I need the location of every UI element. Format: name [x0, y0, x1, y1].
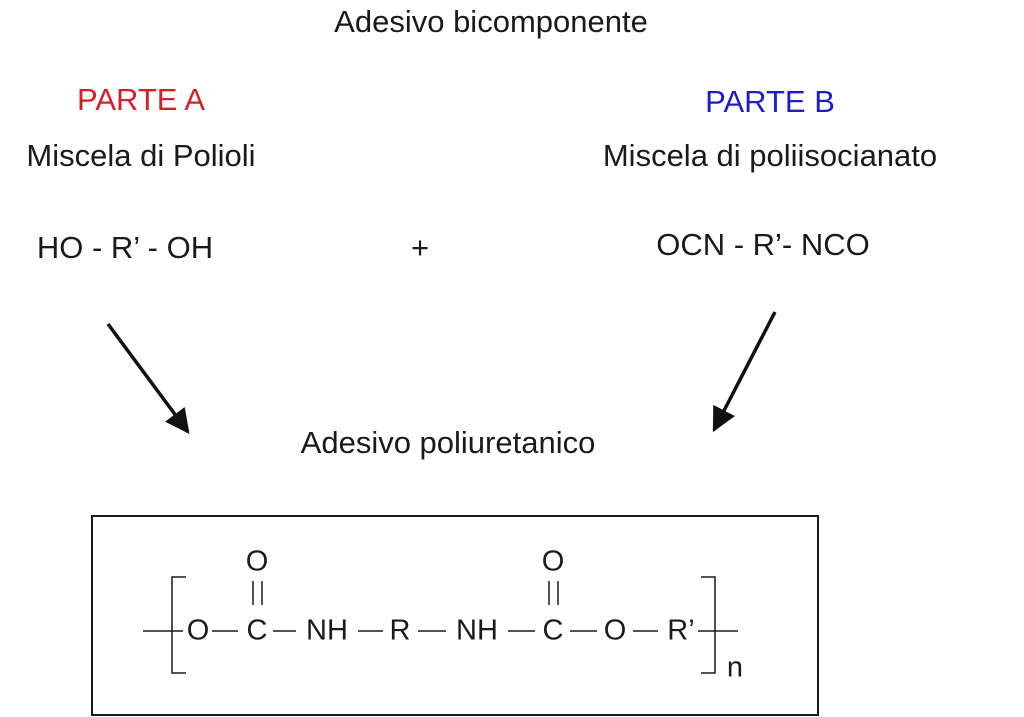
arrow-right	[712, 311, 777, 433]
atom-nh: NH	[456, 614, 498, 647]
atom-c: C	[246, 614, 268, 647]
result-label: Adesivo poliuretanico	[300, 425, 596, 460]
atom-r-prime: R’	[667, 614, 695, 647]
atom-nh: NH	[306, 614, 348, 647]
bracket-right	[701, 576, 716, 674]
carbonyl-oxygen-1: O	[245, 545, 269, 578]
repeat-subscript-n: n	[726, 651, 744, 684]
carbonyl-oxygen-2: O	[541, 545, 565, 578]
part-a-description: Miscela di Polioli	[26, 138, 256, 173]
bracket-left	[171, 576, 186, 674]
plus-sign: +	[410, 230, 430, 265]
atom-r: R	[389, 614, 411, 647]
atom-o: O	[186, 614, 210, 647]
diagram-title: Adesivo bicomponente	[334, 4, 648, 39]
part-a-formula: HO - R’ - OH	[36, 230, 214, 265]
part-a-label: PARTE A	[76, 82, 206, 117]
part-b-label: PARTE B	[705, 84, 835, 119]
arrow-left	[106, 322, 190, 434]
atom-o: O	[603, 614, 627, 647]
atom-c: C	[542, 614, 564, 647]
part-b-description: Miscela di poliisocianato	[602, 138, 938, 173]
part-b-formula: OCN - R’- NCO	[656, 227, 870, 262]
polymer-structure-box	[91, 515, 819, 716]
